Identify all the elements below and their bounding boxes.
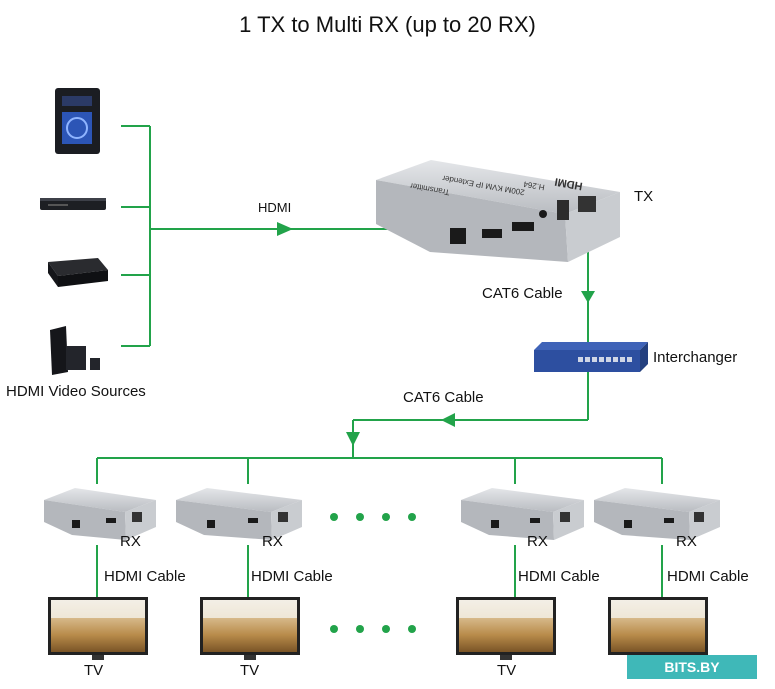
watermark-logo: BITS.BY — [627, 655, 757, 679]
set-top-box-icon — [48, 258, 108, 287]
tv-3 — [456, 597, 556, 660]
sources-label: HDMI Video Sources — [6, 383, 146, 400]
cat6-arrow-left — [441, 413, 455, 427]
diagram-title: 1 TX to Multi RX (up to 20 RX) — [239, 12, 536, 37]
blu-ray-player-icon — [40, 198, 106, 210]
rx-label-3: RX — [527, 533, 548, 550]
network-switch-icon — [534, 342, 648, 372]
tx-codec-text: H.264 — [522, 179, 545, 192]
cat6-arrow-down — [581, 291, 595, 303]
hdmi-cable-label-4: HDMI Cable — [667, 568, 749, 585]
bus-arrow-down — [346, 432, 360, 446]
cat6-label-1: CAT6 Cable — [482, 285, 563, 302]
hdmi-cable-label-3: HDMI Cable — [518, 568, 600, 585]
rx-device-2 — [176, 488, 302, 540]
cat6-label-2: CAT6 Cable — [403, 389, 484, 406]
hdmi-arrow — [277, 222, 293, 236]
tx-transmitter-device — [376, 160, 620, 262]
hdmi-cable-label-2: HDMI Cable — [251, 568, 333, 585]
rx-device-3 — [461, 488, 584, 540]
hdmi-label: HDMI — [258, 200, 292, 215]
tv-label-1: TV — [84, 662, 104, 679]
more-rx-dots — [330, 508, 434, 526]
more-tv-dots — [330, 620, 434, 638]
tv-1 — [48, 597, 148, 660]
pc-tower-icon — [55, 88, 100, 154]
rx-device-4 — [594, 488, 720, 540]
rx-label-4: RX — [676, 533, 697, 550]
tv-label-2: TV — [240, 662, 260, 679]
tv-4 — [608, 597, 708, 655]
rx-label-1: RX — [120, 533, 141, 550]
hdmi-cable-label-1: HDMI Cable — [104, 568, 186, 585]
rx-to-tv-lines — [96, 545, 663, 597]
rx-device-1 — [44, 488, 156, 540]
switch-to-rx-line — [96, 372, 663, 484]
tx-label: TX — [634, 188, 654, 205]
rx-label-2: RX — [262, 533, 283, 550]
interchanger-label: Interchanger — [653, 349, 738, 366]
tv-label-3: TV — [497, 662, 517, 679]
tx-brand-text: HDMI — [554, 175, 584, 192]
tv-2 — [200, 597, 300, 660]
game-console-icon — [50, 326, 100, 375]
